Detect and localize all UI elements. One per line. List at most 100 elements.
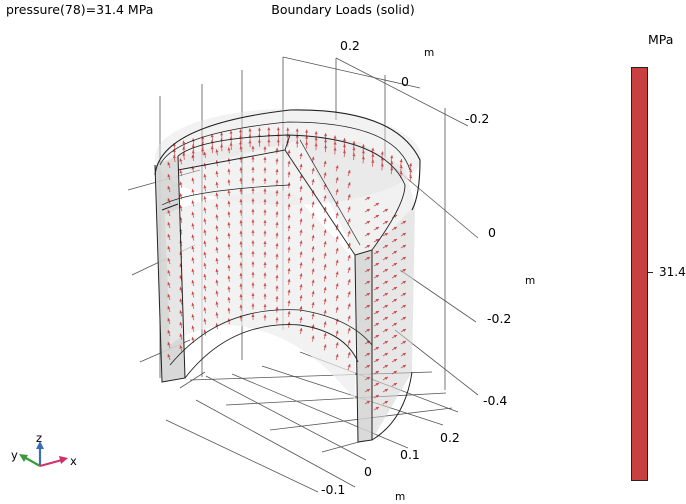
arrow-head [203, 218, 207, 222]
arrow-head [275, 243, 279, 247]
arrow-head [323, 139, 328, 143]
arrow-head [347, 315, 351, 319]
arrow-head [384, 341, 388, 344]
arrow-head [335, 271, 339, 275]
arrow-head [287, 289, 291, 293]
arrow-head [402, 257, 406, 260]
arrow-head [287, 192, 291, 197]
arrow-head [408, 175, 413, 179]
arrow-head [390, 161, 394, 165]
arrow-head [366, 257, 370, 260]
arrow-head [323, 286, 327, 291]
arrow-head [179, 333, 183, 337]
arrow-head [179, 158, 183, 162]
arrow-head [366, 377, 370, 380]
arrow-head [295, 134, 299, 138]
x-tick-label: 0.2 [440, 430, 460, 445]
arrow-head [323, 218, 327, 222]
arrow-head [287, 225, 291, 229]
arrow-head [239, 262, 243, 266]
arrow-head [251, 313, 255, 317]
arrow-head [275, 317, 279, 321]
arrow-head [287, 203, 291, 207]
arrow-head [393, 299, 397, 302]
arrow-head [335, 330, 339, 334]
arrow-head [361, 144, 365, 148]
arrow-head [287, 160, 291, 164]
arrow-head [263, 219, 267, 224]
arrow-head [347, 206, 351, 210]
arrow-head [352, 147, 356, 151]
arrow-head [167, 342, 171, 346]
arrow-head [203, 174, 207, 178]
arrow-head [215, 257, 219, 262]
arrow-head [375, 347, 379, 350]
arrow-head [263, 146, 267, 150]
arrow-head [399, 159, 403, 163]
arrow-head [335, 295, 339, 299]
arrow-head [347, 291, 351, 295]
colorbar-value-label: 31.4 [659, 265, 686, 279]
arrow-head [263, 209, 267, 213]
arrow-head [311, 179, 315, 183]
arrow-head [172, 143, 177, 147]
arrow-head [399, 165, 403, 169]
arrow-head [203, 274, 207, 278]
arrow-head [384, 209, 388, 212]
arrow-head [227, 222, 231, 226]
arrow-head [323, 195, 327, 199]
arrow-head [311, 290, 315, 295]
grid-line [165, 419, 319, 493]
arrow-head [375, 407, 379, 410]
arrow-head [335, 342, 339, 346]
arrow-head [347, 230, 351, 234]
arrow-head [311, 212, 315, 216]
arrow-head [287, 150, 291, 154]
arrow-head [361, 156, 365, 160]
arrow-head [384, 365, 388, 368]
arrow-head [179, 181, 183, 186]
arrow-head [311, 324, 315, 328]
arrow-head [215, 236, 219, 240]
z-tick-label: 0 [488, 225, 496, 240]
y-tick-label: 0 [401, 74, 409, 89]
arrow-head [210, 134, 214, 138]
arrow-head [251, 261, 255, 265]
arrow-head [263, 167, 267, 171]
arrow-head [203, 307, 207, 311]
arrow-head [335, 236, 339, 240]
arrow-head [203, 185, 207, 189]
arrow-head [275, 168, 279, 173]
arrow-head [347, 279, 351, 283]
arrow-head [299, 185, 303, 190]
arrow-head [227, 243, 231, 247]
arrow-head [276, 139, 280, 143]
arrow-head [335, 259, 339, 263]
grid-line [195, 399, 356, 488]
arrow-head [227, 296, 231, 301]
arrow-head [375, 287, 379, 290]
arrow-head [239, 167, 243, 171]
arrow-head [375, 311, 379, 314]
arrow-head [239, 304, 243, 308]
arrow-head [402, 281, 406, 284]
arrow-head [203, 318, 207, 322]
arrow-head [314, 131, 318, 135]
arrow-head [393, 251, 397, 254]
arrow-head [215, 301, 219, 305]
arrow-head [227, 232, 231, 237]
arrow-head [267, 127, 271, 131]
arrow-head [238, 129, 243, 133]
arrow-head [335, 177, 339, 181]
arrow-head [179, 205, 183, 209]
edge-line [371, 371, 413, 441]
arrow-head [263, 188, 267, 192]
arrow-head [257, 127, 262, 131]
arrow-head [335, 283, 339, 287]
arrow-head [299, 251, 303, 255]
y-tick-label: -0.2 [465, 111, 489, 126]
arrow-head [182, 152, 186, 156]
arrow-head [347, 170, 351, 174]
